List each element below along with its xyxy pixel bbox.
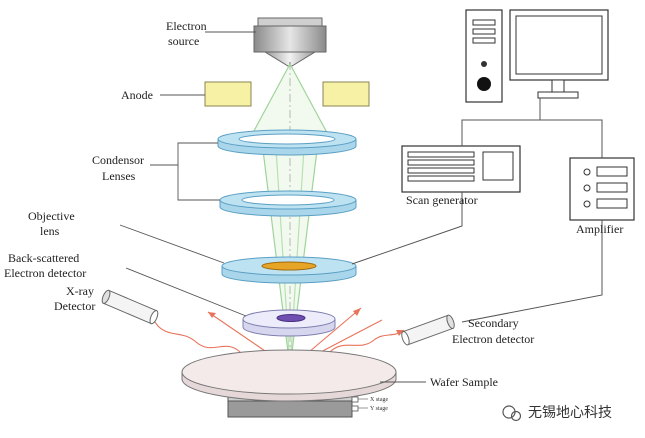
bse-label-2: Electron detector: [4, 266, 86, 280]
amplifier-label: Amplifier: [576, 222, 623, 236]
bse-label: Back-scattered: [8, 251, 79, 265]
objective-label: Objective: [28, 209, 75, 223]
wafer-sample: [181, 349, 397, 402]
condensor-label-2: Lenses: [102, 169, 136, 183]
secondary-label: Secondary: [468, 316, 519, 330]
objective-lens: [221, 256, 357, 284]
xray-detector: [101, 289, 159, 325]
anode-plate-right: [322, 81, 370, 107]
watermark: 无锡地心科技: [502, 405, 612, 422]
scan-generator-label: Scan generator: [406, 193, 478, 207]
leader-lines: [119, 31, 426, 383]
computer: [465, 9, 609, 103]
electron-source-label-2: source: [168, 34, 199, 48]
electron-source-label: Electron: [166, 19, 207, 33]
x-stage-label: X stage: [370, 397, 388, 403]
scan-generator: [401, 145, 521, 193]
condensor-lens-2: [219, 190, 357, 217]
connection-lines: [351, 98, 603, 323]
xray-label: X-ray: [66, 284, 94, 298]
secondary-electron-detector: [401, 314, 455, 346]
y-stage-label: Y stage: [370, 406, 388, 412]
condensor-lens-1: [217, 129, 357, 156]
electron-gun: [253, 17, 327, 67]
bse-detector: [242, 309, 336, 337]
secondary-label-2: Electron detector: [452, 332, 534, 346]
wafer-label: Wafer Sample: [430, 375, 498, 389]
anode-label: Anode: [121, 88, 153, 102]
objective-label-2: lens: [40, 224, 60, 238]
xray-label-2: Detector: [54, 299, 95, 313]
anode-plate-left: [204, 81, 252, 107]
condensor-label: Condensor: [92, 153, 144, 167]
watermark-text: 无锡地心科技: [528, 405, 612, 421]
amplifier: [569, 157, 635, 221]
